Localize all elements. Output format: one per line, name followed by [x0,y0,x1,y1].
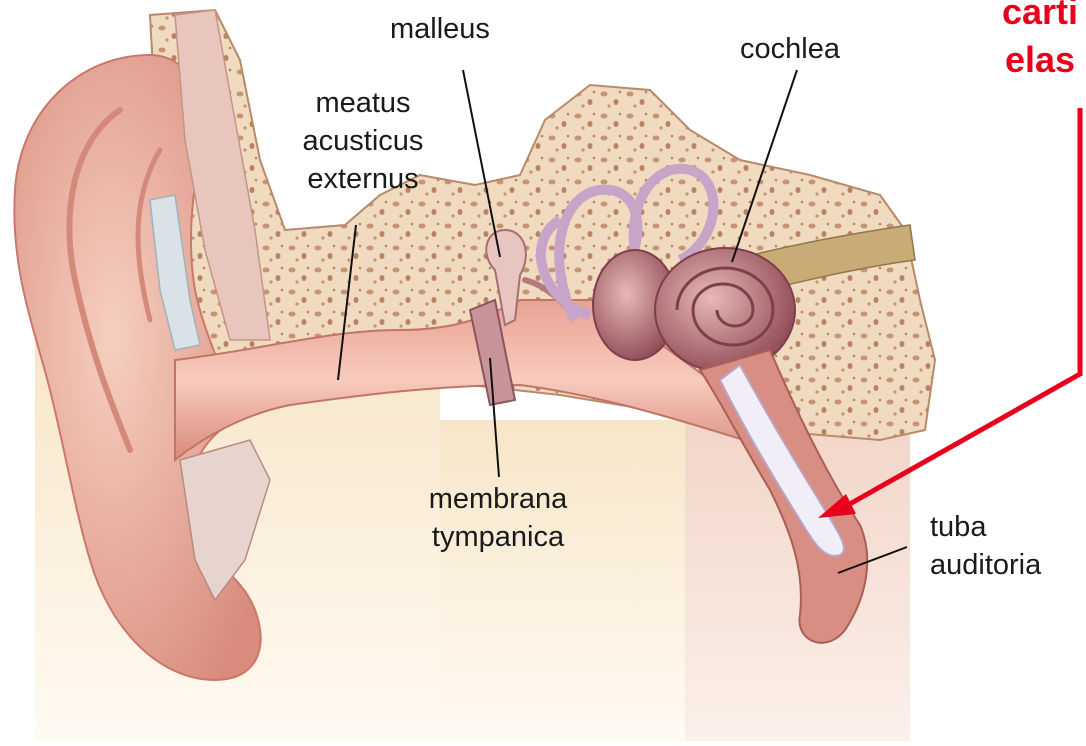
label-line: externus [268,160,458,198]
label-membrana-tympanica: membrana tympanica [398,480,598,556]
label-line: acusticus [268,122,458,160]
label-line: tuba [930,508,1041,546]
cochlea [655,248,795,372]
background-band [440,420,685,741]
label-line: carti [985,0,1086,36]
label-line: auditoria [930,546,1041,584]
label-malleus: malleus [390,10,490,48]
label-cartilago-elastica: carti elas [985,0,1086,84]
label-line: membrana [398,480,598,518]
label-line: elas [985,36,1086,84]
label-line: tympanica [398,518,598,556]
label-tuba-auditoria: tuba auditoria [930,508,1041,584]
label-meatus-acusticus-externus: meatus acusticus externus [268,84,458,198]
label-cochlea: cochlea [740,30,840,68]
label-line: meatus [268,84,458,122]
